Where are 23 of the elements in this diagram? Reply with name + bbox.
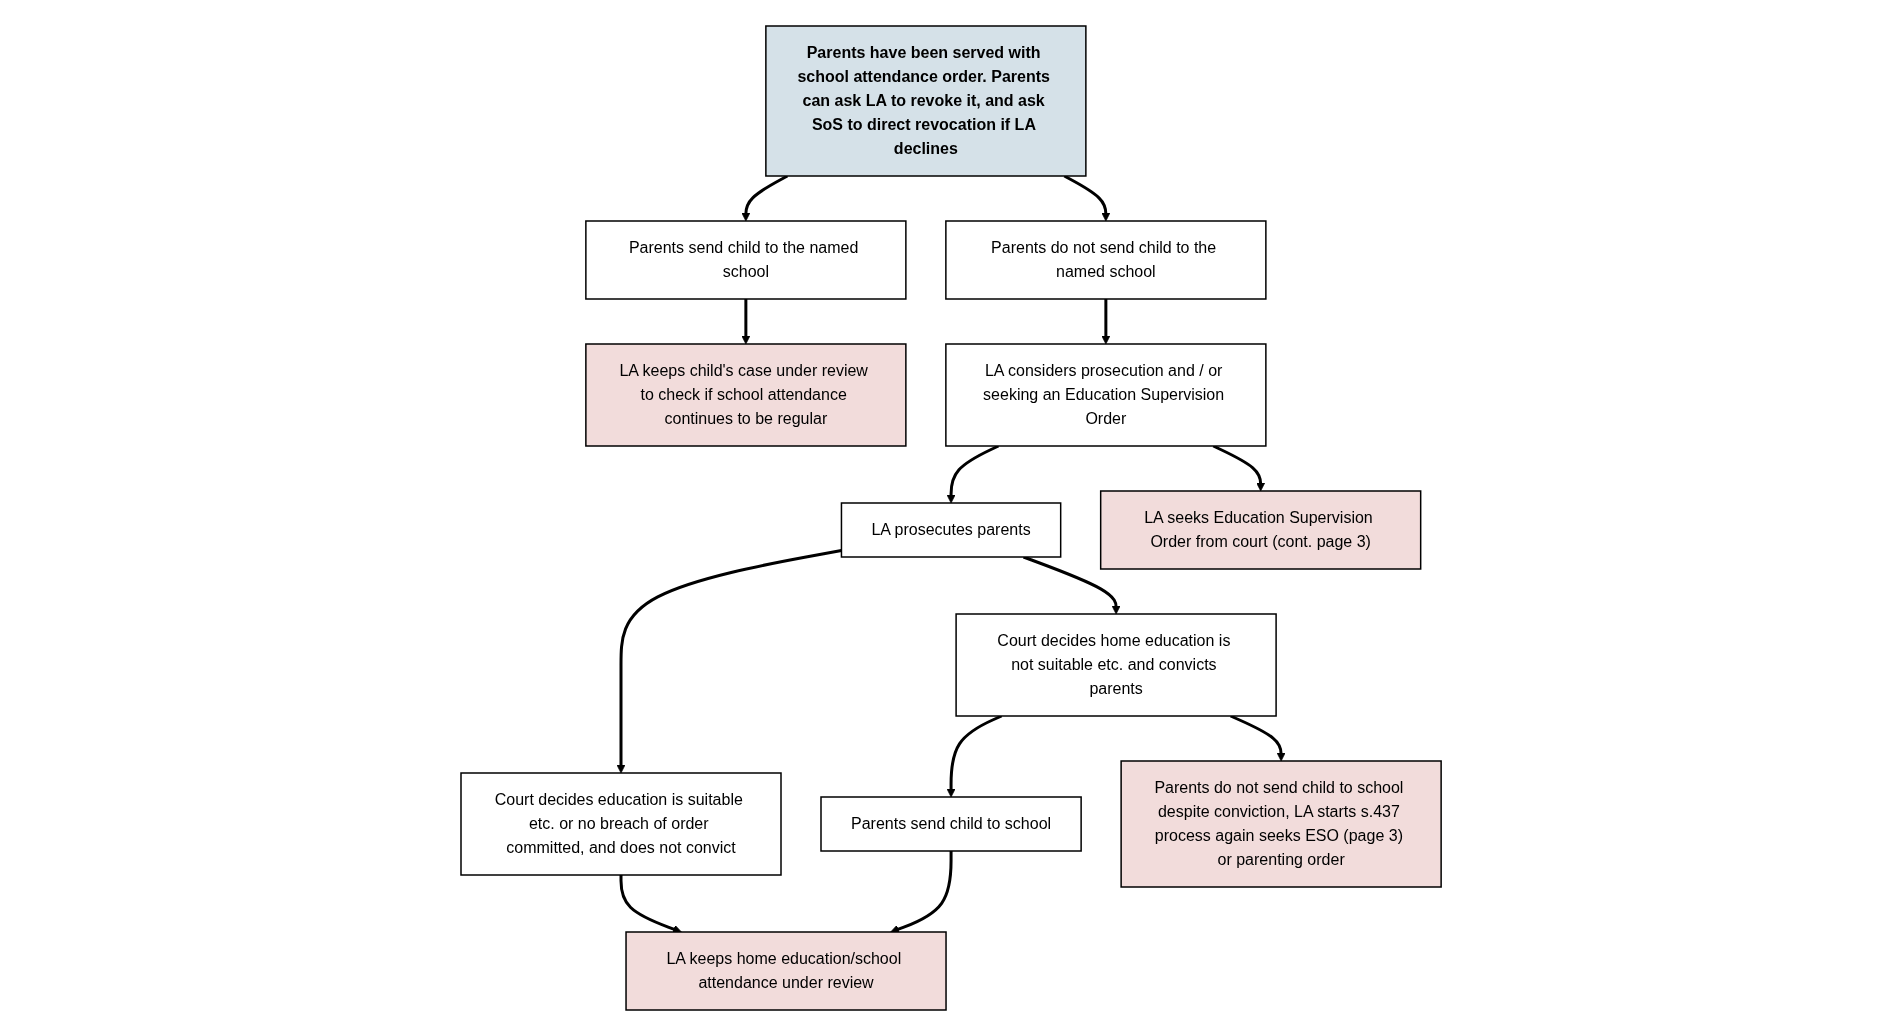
arrow	[947, 714, 1003, 797]
arrow	[1101, 298, 1111, 344]
node-box: LA seeks Education Supervision Order from court (cont. page 3)	[1100, 489, 1422, 570]
arrow	[947, 444, 1000, 503]
node-box: LA keeps home education/school attendance under review	[625, 930, 948, 1011]
arrow	[1064, 174, 1111, 221]
node-box: Parents send child to school	[820, 795, 1083, 852]
node-box: LA considers prosecution and / or seeking an Education Supervision Order	[945, 342, 1268, 447]
node-box: LA keeps child's case under review to check if school attendance continues to be regular	[585, 342, 908, 447]
arrow	[741, 298, 751, 344]
node-box: LA prosecutes parents	[841, 501, 1062, 558]
arrow	[1213, 444, 1266, 491]
arrow	[741, 174, 789, 221]
node-box: Parents send child to the named school	[585, 219, 908, 300]
arrow	[1023, 555, 1121, 614]
node-box: Parents do not send child to the named school	[945, 219, 1268, 300]
arrow	[619, 874, 683, 933]
node-box: Parents have been served with school attendance order. Parents can ask LA to revoke it, and ask SoS to direct revocation if LA declines	[765, 24, 1088, 177]
arrow	[890, 850, 953, 933]
arrow	[1230, 714, 1286, 761]
node-box: Parents do not send child to school despite conviction, LA starts s.437 process again seeks ESO (page 3) or parenting order	[1120, 759, 1443, 888]
node-box: Court decides home education is not suitable etc. and convicts parents	[955, 612, 1278, 717]
node-box: Court decides education is suitable etc. or no breach of order committed, and does not convict	[460, 771, 783, 876]
